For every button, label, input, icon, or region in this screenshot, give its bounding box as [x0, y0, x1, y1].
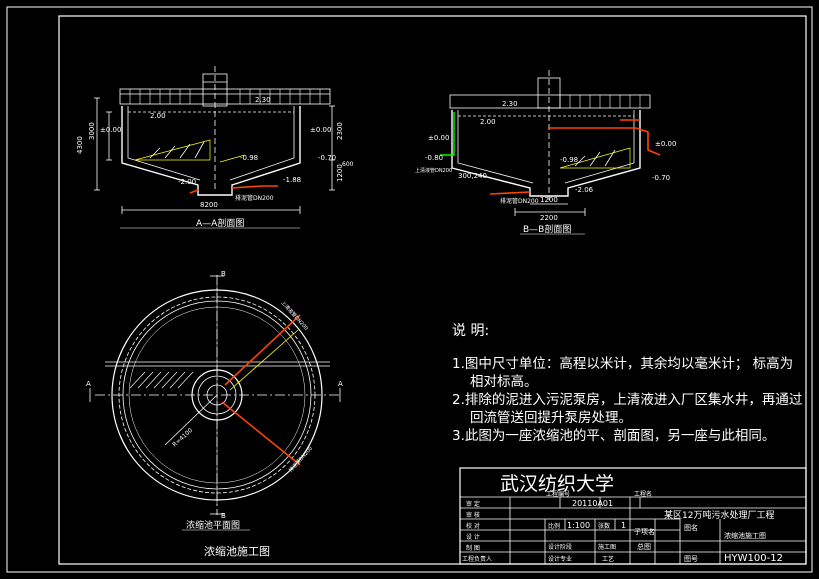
row-lead: 工程负责人	[462, 555, 492, 563]
stage-label: 设计阶段	[548, 543, 572, 551]
plan-label-a-left: A	[86, 380, 91, 388]
notes-line3: 3.此图为一座浓缩池的平、剖面图，另一座与此相同。	[452, 428, 776, 444]
row-proof: 校 对	[466, 522, 480, 530]
bb-right-ground: -0.70	[652, 174, 670, 182]
aa-title: A—A剖面图	[196, 217, 244, 229]
notes-line2b: 回流管送回提升泵房处理。	[470, 410, 632, 426]
aa-dim-upper: 3000	[88, 122, 96, 140]
drawing-no-label: 图号	[684, 555, 698, 563]
sheets: 1	[621, 521, 626, 530]
notes-heading: 说 明:	[452, 323, 490, 339]
subproject-label: 子项名	[634, 527, 655, 536]
notes-line2: 2.排除的泥进入污泥泵房，上清液进入厂区集水井，再通过	[452, 392, 803, 408]
aa-bottom-elev: -1.88	[283, 176, 301, 184]
section-bb	[440, 70, 661, 235]
notes-line1: 1.图中尺寸单位：高程以米计，其余均以毫米计； 标高为	[452, 356, 794, 372]
bb-water-elev: 2.00	[480, 118, 496, 126]
sheets-label: 张数	[598, 522, 610, 530]
proj-no: 20110A01	[572, 499, 613, 508]
section-aa	[94, 66, 335, 229]
aa-water-elev: 2.00	[150, 112, 166, 120]
aa-pit-elev: -2.00	[178, 178, 196, 186]
plan-view	[89, 275, 341, 531]
bb-dim-wall: 300,240	[458, 172, 487, 180]
bb-right-elev: ±0.00	[655, 140, 676, 148]
bb-pipe-left: 排泥管DN200	[500, 197, 539, 205]
aa-outer-elev: ±0.00	[310, 126, 331, 134]
aa-dim-right-small: 600	[342, 161, 354, 168]
bb-pipe-right: 上清液管DN200	[415, 167, 452, 174]
subproject: 总图	[637, 542, 651, 551]
drawing-name-label: 图名	[684, 523, 698, 532]
ratio: 1:100	[567, 521, 590, 530]
aa-dim-width: 8200	[200, 201, 218, 209]
proj-name-label: 工程名	[634, 490, 652, 498]
bb-left-elev: ±0.00	[428, 134, 449, 142]
stage: 施工图	[598, 543, 616, 551]
major: 工艺	[602, 555, 614, 563]
drawing-title: 浓缩池施工图	[204, 545, 270, 558]
bb-dim-pit: 1200	[540, 196, 558, 204]
plan-title: 浓缩池平面图	[186, 519, 240, 531]
row-design: 设 计	[466, 533, 480, 541]
plan-label-b-top: B	[221, 270, 226, 278]
aa-inner-elev: ±0.00	[100, 126, 121, 134]
proj-name: 某区12万吨污水处理厂工程	[664, 509, 774, 521]
bb-top-elev: 2.30	[502, 100, 518, 108]
outer-frame	[6, 6, 813, 573]
bridge-aa	[119, 88, 331, 105]
aa-pipe-label: 排泥管DN200	[235, 194, 274, 202]
notes-line1b: 相对标高。	[470, 374, 538, 390]
row-review: 审 定	[466, 500, 480, 508]
plan-label-a-right: A	[338, 380, 343, 388]
bb-left-ground: -0.80	[425, 154, 443, 162]
aa-top-elev: 2.30	[255, 96, 271, 104]
bb-title: B—B剖面图	[523, 223, 571, 235]
aa-dim-right-lower: 1200	[336, 164, 344, 182]
row-draw: 制 图	[466, 544, 480, 552]
aa-ground-elev: -0.70	[318, 154, 336, 162]
aa-cone-elev: -0.98	[240, 154, 258, 162]
drawing-name: 浓缩池施工图	[724, 531, 766, 540]
row-check: 审 核	[466, 511, 480, 519]
section-aa-labels: 2.30 2.00 ±0.00 ±0.00 -0.70 -0.98 -1.88 …	[76, 96, 354, 229]
drawing-no: HYW100-12	[724, 553, 783, 564]
plan-label-b-bottom: B	[221, 512, 226, 520]
design-unit-label: 设计专业	[548, 555, 572, 563]
title-block	[459, 467, 807, 565]
plan-pipe-label-1: 上清液管DN200	[280, 299, 310, 331]
ratio-label: 比例	[548, 522, 560, 530]
aa-dim-total: 4300	[76, 136, 84, 154]
bb-cone-elev: -0.98	[560, 156, 578, 164]
bb-pit-elev: -2.06	[575, 186, 594, 194]
proj-no-label: 工程编号	[546, 490, 570, 498]
aa-dim-right-upper: 2300	[336, 122, 344, 140]
inner-frame	[58, 15, 807, 565]
title-block-text: 武汉纺织大学 工程编号 20110A01 工程名 某区12万吨污水处理厂工程 审…	[462, 473, 783, 564]
section-bb-labels: 2.30 2.00 ±0.00 -0.80 ±0.00 -0.70 -0.98 …	[415, 100, 676, 235]
plan-radius-label: R=4100	[171, 427, 194, 449]
university-name: 武汉纺织大学	[500, 473, 614, 495]
bb-dim-bottom: 2200	[540, 214, 558, 222]
